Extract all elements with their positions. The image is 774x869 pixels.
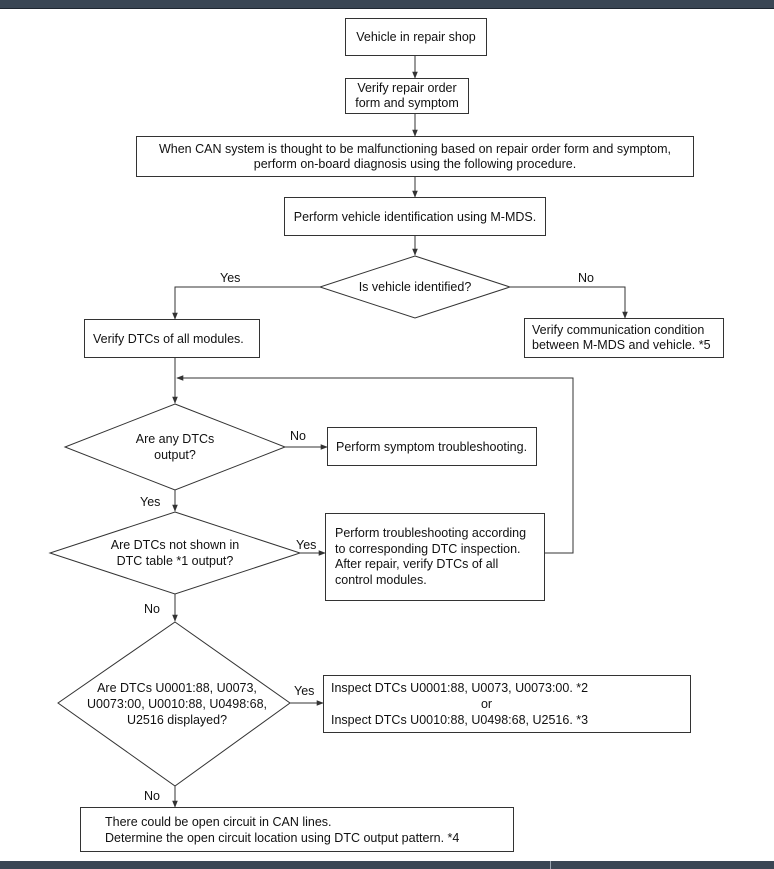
node-text: to corresponding DTC inspection.: [335, 541, 521, 556]
label-no-not-shown: No: [144, 602, 160, 616]
label-no-specific: No: [144, 789, 160, 803]
node-dtc-inspection: Perform troubleshooting according to cor…: [325, 513, 545, 601]
node-can-check: When CAN system is thought to be malfunc…: [136, 136, 694, 177]
node-text: When CAN system is thought to be malfunc…: [158, 141, 672, 156]
node-symptom-troubleshooting: Perform symptom troubleshooting.: [327, 427, 537, 466]
node-text: Inspect DTCs U0010:88, U0498:68, U2516. …: [331, 713, 589, 727]
node-text: Are any DTCs: [135, 432, 215, 446]
node-text: DTC table *1 output?: [116, 554, 234, 568]
node-text: Determine the open circuit location usin…: [105, 830, 460, 845]
node-text: U2516 displayed?: [126, 713, 228, 727]
node-text: Perform troubleshooting according: [335, 526, 527, 540]
arrow-identified-no: [510, 286, 628, 319]
node-inspect-dtcs: Inspect DTCs U0001:88, U0073, U0073:00. …: [323, 675, 691, 733]
question-any-dtcs: Are any DTCs output?: [105, 430, 245, 464]
diamond-identified: [318, 255, 512, 319]
node-text: Is vehicle identified?: [358, 280, 472, 294]
question-not-shown: Are DTCs not shown in DTC table *1 outpu…: [90, 536, 260, 570]
node-text: Inspect DTCs U0001:88, U0073, U0073:00. …: [331, 681, 589, 695]
node-open-circuit: There could be open circuit in CAN lines…: [80, 807, 514, 852]
arrow-identified-yes: [172, 286, 320, 320]
node-text: Are DTCs not shown in: [110, 538, 240, 552]
node-text: Verify repair order: [357, 81, 457, 95]
node-text: There could be open circuit in CAN lines…: [105, 814, 332, 829]
top-frame-bar: [0, 0, 774, 9]
node-text: Perform vehicle identification using M-M…: [293, 209, 537, 224]
bottom-frame-divider: [550, 861, 551, 869]
node-text: Verify communication condition: [532, 323, 705, 337]
question-identified: Is vehicle identified?: [330, 278, 500, 296]
node-verify-order: Verify repair order form and symptom: [345, 78, 469, 114]
loop-back-line: [176, 375, 574, 554]
label-yes-identified: Yes: [220, 271, 241, 285]
node-verify-dtcs: Verify DTCs of all modules.: [84, 319, 260, 358]
node-vehicle-in-shop: Vehicle in repair shop: [345, 18, 487, 56]
node-text: perform on-board diagnosis using the fol…: [253, 156, 577, 171]
question-specific-dtcs: Are DTCs U0001:88, U0073, U0073:00, U001…: [72, 678, 282, 730]
node-text: Vehicle in repair shop: [356, 30, 476, 44]
node-text: control modules.: [335, 572, 427, 587]
node-text: form and symptom: [355, 96, 459, 110]
node-text: U0073:00, U0010:88, U0498:68,: [87, 697, 267, 711]
node-verify-comm: Verify communication condition between M…: [524, 318, 724, 358]
node-identify: Perform vehicle identification using M-M…: [284, 197, 546, 236]
node-text: output?: [154, 448, 196, 462]
label-no-identified: No: [578, 271, 594, 285]
node-text: After repair, verify DTCs of all: [335, 557, 499, 571]
node-text: Verify DTCs of all modules.: [93, 331, 244, 346]
label-yes-any: Yes: [140, 495, 161, 509]
bottom-frame-bar: [0, 861, 774, 869]
label-yes-not-shown: Yes: [296, 538, 317, 552]
node-text: between M-MDS and vehicle. *5: [532, 338, 711, 352]
label-yes-specific: Yes: [294, 684, 315, 698]
label-no-any: No: [290, 429, 306, 443]
node-text: Perform symptom troubleshooting.: [336, 439, 528, 454]
node-text: or: [480, 697, 493, 711]
node-text: Are DTCs U0001:88, U0073,: [97, 681, 257, 695]
